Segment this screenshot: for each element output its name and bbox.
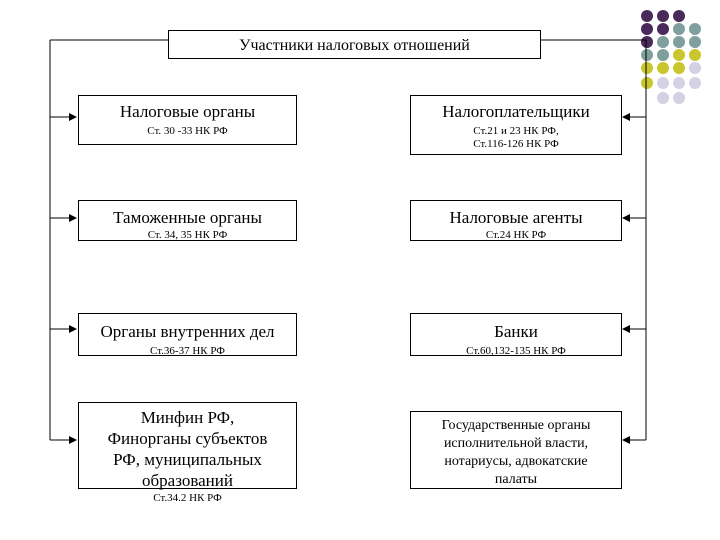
node-ref: Ст.60,132-135 НК РФ <box>466 345 566 357</box>
node-title-line: исполнительной власти, <box>443 436 589 451</box>
node-title-line: РФ, муниципальных <box>113 450 262 469</box>
root-node-label: Участники налоговых отношений <box>239 37 470 54</box>
node-title: Налоговые органы <box>119 102 256 121</box>
node-banks: Банки Ст.60,132-135 НК РФ <box>410 313 622 357</box>
dot <box>673 77 685 89</box>
node-title: Органы внутренних дел <box>100 322 275 341</box>
node-ref: Ст. 34, 35 НК РФ <box>147 229 228 241</box>
node-tax-authorities: Налоговые органы Ст. 30 -33 НК РФ <box>78 95 297 145</box>
dot <box>641 77 653 89</box>
dot <box>657 62 669 74</box>
node-title: Банки <box>494 322 538 341</box>
dot <box>673 10 685 22</box>
node-ref: Ст.24 НК РФ <box>485 229 547 241</box>
dot <box>657 49 669 61</box>
dot <box>673 92 685 104</box>
node-gov-bodies: Государственные органы исполнительной вл… <box>410 411 622 489</box>
node-title: Таможенные органы <box>113 208 262 227</box>
node-title: Налогоплательщики <box>442 102 590 121</box>
dot <box>657 77 669 89</box>
node-ref: Ст.21 и 23 НК РФ, <box>473 125 559 137</box>
dot <box>689 62 701 74</box>
dot <box>673 36 685 48</box>
node-title-line: образований <box>142 471 233 490</box>
root-node: Участники налоговых отношений <box>168 30 541 59</box>
dot <box>641 36 653 48</box>
node-ref: Ст.34.2 НК РФ <box>153 492 222 504</box>
node-ref: Ст.36-37 НК РФ <box>150 345 225 357</box>
node-title: Государственные органы исполнительной вл… <box>411 417 621 488</box>
node-ref: Ст. 30 -33 НК РФ <box>147 125 228 137</box>
node-ref: Ст.116-126 НК РФ <box>473 138 559 150</box>
dot <box>689 23 701 35</box>
node-minfin: Минфин РФ, Финорганы субъектов РФ, муниц… <box>78 402 297 491</box>
node-title-line: Финорганы субъектов <box>107 429 268 448</box>
node-title-line: Минфин РФ, <box>140 408 235 427</box>
node-title-line: Государственные органы <box>441 418 591 433</box>
dot <box>657 36 669 48</box>
node-title-line: нотариусы, адвокатские <box>444 454 588 469</box>
dot <box>657 23 669 35</box>
node-customs: Таможенные органы Ст. 34, 35 НК РФ <box>78 200 297 241</box>
dot <box>689 49 701 61</box>
dot <box>641 10 653 22</box>
node-title-line: палаты <box>494 472 538 487</box>
dot <box>641 62 653 74</box>
node-taxpayers: Налогоплательщики Ст.21 и 23 НК РФ, Ст.1… <box>410 95 622 155</box>
node-title: Минфин РФ, Финорганы субъектов РФ, муниц… <box>79 407 296 491</box>
node-internal-affairs: Органы внутренних дел Ст.36-37 НК РФ <box>78 313 297 357</box>
dot <box>657 10 669 22</box>
dot <box>673 62 685 74</box>
dot <box>673 49 685 61</box>
dot <box>673 23 685 35</box>
dot <box>689 36 701 48</box>
node-title: Налоговые агенты <box>449 208 583 227</box>
dot <box>657 92 669 104</box>
dot <box>641 23 653 35</box>
dot <box>689 77 701 89</box>
node-tax-agents: Налоговые агенты Ст.24 НК РФ <box>410 200 622 241</box>
dot <box>641 49 653 61</box>
